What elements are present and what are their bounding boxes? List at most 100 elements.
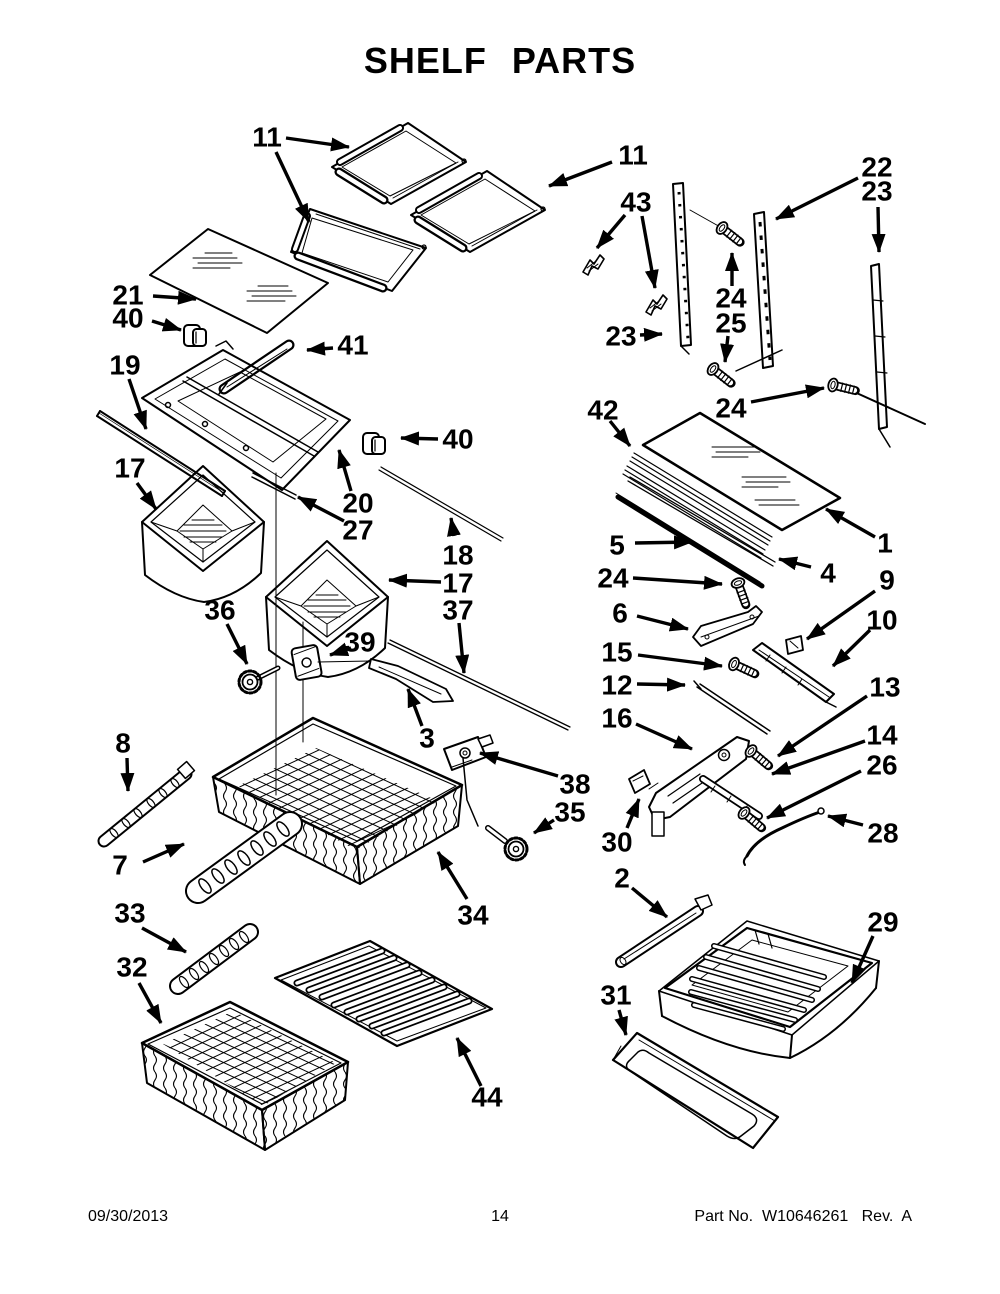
leader-line-25 xyxy=(720,335,735,363)
bracket-38 xyxy=(443,734,494,771)
callout-label-23: 23 xyxy=(605,321,636,352)
shelf-frame-11-c xyxy=(411,171,545,252)
callout-label-20: 20 xyxy=(342,488,373,519)
rail-2 xyxy=(615,894,713,968)
leader-line-11 xyxy=(548,160,613,188)
auger-gear-35 xyxy=(485,825,529,862)
lever-arm-3 xyxy=(368,658,454,703)
callout-label-42: 42 xyxy=(587,395,618,426)
leader-line-23 xyxy=(871,206,886,253)
callout-label-13: 13 xyxy=(869,672,900,703)
leader-line-22 xyxy=(775,176,859,221)
leader-line-36 xyxy=(225,623,249,665)
callout-label-24: 24 xyxy=(597,563,629,594)
callout-label-22: 22 xyxy=(861,152,892,183)
leader-line-32 xyxy=(137,982,163,1024)
leader-line-8 xyxy=(120,757,135,792)
callout-label-38: 38 xyxy=(559,769,590,800)
callout-layer: 1111214019414017202718173736393873438353… xyxy=(109,122,900,1113)
callout-label-36: 36 xyxy=(204,595,235,626)
callout-label-31: 31 xyxy=(600,980,631,1011)
callout-label-17: 17 xyxy=(442,568,473,599)
leader-line-15 xyxy=(637,653,723,671)
leader-line-39 xyxy=(329,642,352,657)
callout-label-24: 24 xyxy=(715,393,747,424)
screw-13 xyxy=(743,743,773,771)
callout-label-41: 41 xyxy=(337,330,368,361)
leader-line-21 xyxy=(152,290,197,305)
assembly-line xyxy=(462,757,479,827)
rod-27 xyxy=(251,472,297,500)
callout-label-14: 14 xyxy=(866,720,898,751)
callout-label-28: 28 xyxy=(867,818,898,849)
callout-label-4: 4 xyxy=(820,558,836,589)
screw-25 xyxy=(705,361,735,388)
leader-line-2 xyxy=(630,886,669,919)
callout-label-9: 9 xyxy=(879,565,895,596)
shelf-clip-40-b xyxy=(362,432,386,455)
rod-18 xyxy=(378,466,504,542)
slide-shelf-44 xyxy=(273,939,494,1048)
callout-label-15: 15 xyxy=(601,637,632,668)
wire-basket-32 xyxy=(140,1000,350,1151)
leader-line-13 xyxy=(777,694,868,758)
callout-label-10: 10 xyxy=(866,605,897,636)
leader-line-14 xyxy=(771,739,866,776)
clip-30 xyxy=(628,769,651,794)
crisper-bin-17-a xyxy=(141,465,265,603)
callout-label-8: 8 xyxy=(115,728,131,759)
callout-label-3: 3 xyxy=(419,723,435,754)
screw-24-b xyxy=(827,377,857,396)
mounting-rail-23-left xyxy=(672,182,692,355)
leader-line-17 xyxy=(135,481,158,511)
leader-line-11 xyxy=(274,151,311,223)
leader-line-24 xyxy=(750,384,825,404)
leader-line-4 xyxy=(778,556,812,571)
callout-label-32: 32 xyxy=(116,952,147,983)
leader-line-40 xyxy=(151,317,182,332)
footer-part-number: Part No. W10646261 Rev. A xyxy=(694,1208,912,1225)
assembly-line xyxy=(689,209,723,229)
callout-label-21: 21 xyxy=(112,280,143,311)
callout-label-6: 6 xyxy=(612,598,628,629)
glass-shelf-21 xyxy=(149,228,329,334)
callout-label-23: 23 xyxy=(861,176,892,207)
leader-line-27 xyxy=(297,495,345,523)
callout-label-35: 35 xyxy=(554,797,585,828)
assembly-line xyxy=(317,660,371,663)
leader-line-11 xyxy=(285,136,350,152)
leader-line-6 xyxy=(636,614,689,632)
shelf-frame-20 xyxy=(141,340,351,491)
mounting-rail-22-middle xyxy=(735,211,783,372)
leader-line-44 xyxy=(455,1037,483,1087)
footer-page-number: 14 xyxy=(491,1208,509,1225)
leader-line-24 xyxy=(632,575,723,590)
leader-line-28 xyxy=(827,813,864,828)
slide-cover-7 xyxy=(185,811,303,904)
leader-line-37 xyxy=(455,622,470,674)
wire-28 xyxy=(742,807,825,866)
slide-rail-33 xyxy=(169,923,259,995)
leader-line-35 xyxy=(533,817,555,835)
callout-label-37: 37 xyxy=(442,595,473,626)
leader-line-26 xyxy=(766,769,862,820)
callout-label-19: 19 xyxy=(109,350,140,381)
callout-label-29: 29 xyxy=(867,907,898,938)
callout-label-43: 43 xyxy=(620,187,651,218)
callout-label-25: 25 xyxy=(715,308,746,339)
rail-10 xyxy=(752,642,837,708)
shelf-clip-40-a xyxy=(183,324,207,347)
leader-line-10 xyxy=(831,628,872,668)
callout-label-40: 40 xyxy=(442,424,473,455)
page-title: SHELF PARTS xyxy=(364,40,636,81)
screw-24-c xyxy=(730,576,752,606)
clip-9 xyxy=(785,635,804,655)
callout-label-11: 11 xyxy=(618,140,648,171)
shelf-frame-11-a xyxy=(331,122,467,205)
callout-label-24: 24 xyxy=(715,283,747,314)
leader-line-17 xyxy=(388,573,442,588)
glass-shelf-1 xyxy=(641,411,842,532)
leader-line-33 xyxy=(141,926,187,954)
callout-label-44: 44 xyxy=(471,1082,503,1113)
